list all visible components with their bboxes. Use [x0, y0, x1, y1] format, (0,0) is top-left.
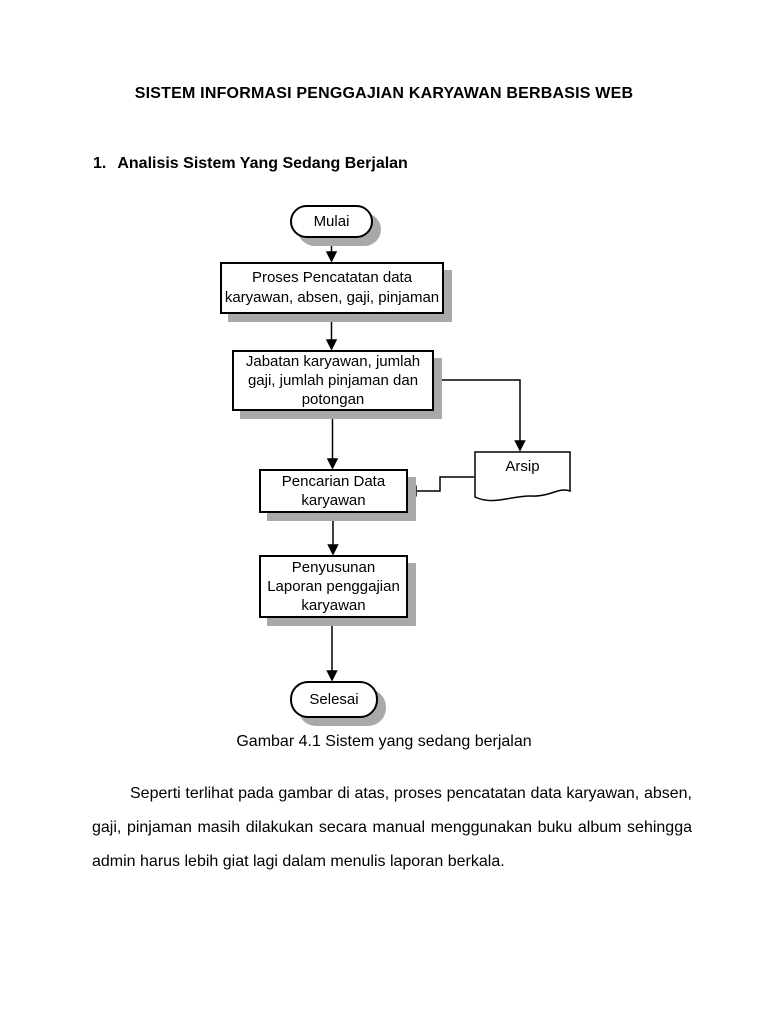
- paragraph-line: gaji, pinjaman masih dilakukan secara ma…: [92, 819, 692, 836]
- arrowhead-process3-to-process4: [327, 544, 339, 556]
- node-process1-line2: karyawan, absen, gaji, pinjaman: [224, 289, 440, 306]
- node-end-label: Selesai: [309, 691, 359, 708]
- body-paragraph: Seperti terlihat pada gambar di atas, pr…: [92, 777, 692, 879]
- paragraph-line: admin harus lebih giat lagi dalam menuli…: [92, 853, 505, 870]
- node-start-label: Mulai: [313, 213, 350, 230]
- flowchart-node-process4: Penyusunan Laporan penggajian karyawan: [259, 555, 408, 618]
- node-process2-line2: gaji, jumlah pinjaman dan: [247, 372, 419, 389]
- flowchart-node-start: Mulai: [290, 205, 373, 238]
- arrowhead-process1-to-process2: [325, 339, 338, 351]
- flowchart-node-end: Selesai: [290, 681, 378, 718]
- document-shape: [474, 451, 571, 502]
- node-process4-line3: karyawan: [301, 597, 366, 614]
- section-number: 1.: [93, 155, 107, 172]
- node-process2-line1: Jabatan karyawan, jumlah: [245, 353, 421, 370]
- node-process4-line2: Laporan penggajian: [267, 578, 400, 595]
- document-title: SISTEM INFORMASI PENGGAJIAN KARYAWAN BER…: [134, 85, 634, 102]
- connector-process2-to-archive: [434, 379, 521, 442]
- node-process3-line2: karyawan: [301, 492, 366, 509]
- paragraph-line: Seperti terlihat pada gambar di atas, pr…: [130, 785, 692, 802]
- section-heading-text: Analisis Sistem Yang Sedang Berjalan: [117, 155, 408, 172]
- arrowhead-archive-to-process3: [406, 485, 417, 497]
- node-process1-line1: Proses Pencatatan data: [251, 269, 413, 286]
- node-process4-line1: Penyusunan: [291, 559, 376, 576]
- figure-caption: Gambar 4.1 Sistem yang sedang berjalan: [236, 733, 532, 750]
- section-heading: 1. Analisis Sistem Yang Sedang Berjalan: [93, 155, 408, 173]
- flowchart-node-process1: Proses Pencatatan data karyawan, absen, …: [220, 262, 444, 314]
- flowchart-node-process3: Pencarian Data karyawan: [259, 469, 408, 513]
- node-process2-line3: potongan: [301, 391, 365, 408]
- arrowhead-start-to-process1: [325, 251, 338, 263]
- arrowhead-process2-to-process3: [326, 458, 339, 470]
- node-process3-line1: Pencarian Data: [281, 473, 386, 490]
- arrowhead-process2-to-archive: [514, 440, 526, 452]
- flowchart-node-archive: Arsip: [474, 451, 571, 505]
- arrowhead-process4-to-end: [326, 670, 338, 682]
- connector-archive-to-process3: [417, 476, 474, 492]
- flowchart-node-process2: Jabatan karyawan, jumlah gaji, jumlah pi…: [232, 350, 434, 411]
- node-archive-label: Arsip: [505, 458, 540, 475]
